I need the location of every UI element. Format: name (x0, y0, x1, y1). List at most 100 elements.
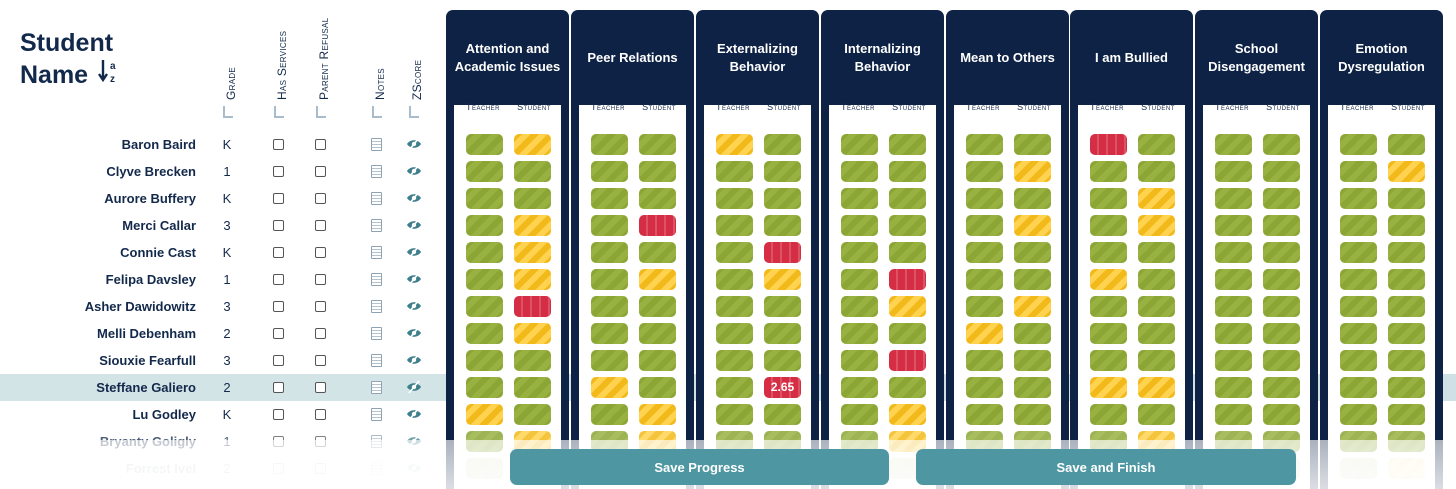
teacher-rating-cell[interactable] (841, 188, 878, 209)
teacher-rating-cell[interactable] (1215, 134, 1252, 155)
student-name[interactable]: Clyve Brecken (106, 164, 196, 179)
teacher-rating-cell[interactable] (966, 242, 1003, 263)
parent-refusal-checkbox[interactable] (315, 355, 326, 366)
teacher-rating-cell[interactable] (1090, 161, 1127, 182)
teacher-rating-cell[interactable] (1340, 242, 1377, 263)
teacher-rating-cell[interactable] (1090, 323, 1127, 344)
category-header[interactable]: Peer Relations (587, 49, 678, 65)
teacher-rating-cell[interactable] (1340, 404, 1377, 425)
notes-icon[interactable] (371, 327, 382, 340)
student-rating-cell[interactable] (889, 215, 926, 236)
category-header[interactable]: Internalizing Behavior (844, 40, 921, 74)
zscore-eye-off-icon[interactable] (406, 245, 422, 259)
has-services-checkbox[interactable] (273, 166, 284, 177)
zscore-eye-off-icon[interactable] (406, 218, 422, 232)
student-rating-cell[interactable] (1388, 404, 1425, 425)
notes-icon[interactable] (371, 273, 382, 286)
category-header[interactable]: School Disengagement (1208, 40, 1305, 74)
student-rating-cell[interactable] (514, 242, 551, 263)
teacher-rating-cell[interactable] (466, 377, 503, 398)
col-header-notes[interactable]: Notes (370, 2, 394, 118)
teacher-rating-cell[interactable] (966, 269, 1003, 290)
student-rating-cell[interactable] (889, 404, 926, 425)
zscore-eye-off-icon[interactable] (406, 380, 422, 394)
teacher-rating-cell[interactable] (716, 350, 753, 371)
student-rating-cell[interactable] (1138, 161, 1175, 182)
student-rating-cell[interactable] (639, 269, 676, 290)
student-rating-cell[interactable] (639, 215, 676, 236)
parent-refusal-checkbox[interactable] (315, 220, 326, 231)
teacher-rating-cell[interactable] (966, 377, 1003, 398)
student-rating-cell[interactable] (639, 404, 676, 425)
student-rating-cell[interactable] (764, 404, 801, 425)
student-rating-cell[interactable] (889, 323, 926, 344)
parent-refusal-checkbox[interactable] (315, 247, 326, 258)
student-rating-cell[interactable] (1014, 404, 1051, 425)
teacher-rating-cell[interactable] (966, 215, 1003, 236)
col-header-grade[interactable]: Grade (221, 2, 245, 118)
teacher-rating-cell[interactable] (841, 215, 878, 236)
notes-icon[interactable] (371, 408, 382, 421)
student-rating-cell[interactable] (1388, 377, 1425, 398)
teacher-rating-cell[interactable] (841, 134, 878, 155)
zscore-eye-off-icon[interactable] (406, 326, 422, 340)
student-rating-cell[interactable] (764, 188, 801, 209)
student-rating-cell[interactable] (889, 269, 926, 290)
notes-icon[interactable] (371, 165, 382, 178)
teacher-rating-cell[interactable] (841, 377, 878, 398)
student-rating-cell[interactable] (1014, 296, 1051, 317)
student-rating-cell[interactable] (1014, 377, 1051, 398)
teacher-rating-cell[interactable] (466, 269, 503, 290)
student-rating-cell[interactable] (1263, 242, 1300, 263)
student-rating-cell[interactable] (514, 215, 551, 236)
sort-icon[interactable] (316, 106, 326, 118)
teacher-rating-cell[interactable] (1090, 188, 1127, 209)
teacher-rating-cell[interactable] (966, 188, 1003, 209)
student-rating-cell[interactable] (639, 350, 676, 371)
selected-score-value[interactable]: 2.65 (764, 377, 801, 398)
teacher-rating-cell[interactable] (466, 188, 503, 209)
sort-icon[interactable] (223, 106, 233, 118)
zscore-eye-off-icon[interactable] (406, 164, 422, 178)
student-rating-cell[interactable] (889, 242, 926, 263)
student-rating-cell[interactable] (764, 215, 801, 236)
parent-refusal-checkbox[interactable] (315, 409, 326, 420)
student-rating-cell[interactable] (514, 134, 551, 155)
has-services-checkbox[interactable] (273, 139, 284, 150)
teacher-rating-cell[interactable] (716, 269, 753, 290)
notes-icon[interactable] (371, 300, 382, 313)
teacher-rating-cell[interactable] (716, 377, 753, 398)
student-rating-cell[interactable] (514, 404, 551, 425)
has-services-checkbox[interactable] (273, 382, 284, 393)
teacher-rating-cell[interactable] (966, 134, 1003, 155)
teacher-rating-cell[interactable] (841, 161, 878, 182)
sort-icon[interactable] (372, 106, 382, 118)
student-rating-cell[interactable] (514, 296, 551, 317)
col-header-has-services[interactable]: Has Services (272, 2, 296, 118)
zscore-eye-off-icon[interactable] (406, 191, 422, 205)
teacher-rating-cell[interactable] (966, 404, 1003, 425)
teacher-rating-cell[interactable] (466, 161, 503, 182)
has-services-checkbox[interactable] (273, 274, 284, 285)
teacher-rating-cell[interactable] (716, 188, 753, 209)
teacher-rating-cell[interactable] (591, 242, 628, 263)
student-rating-cell[interactable] (1388, 188, 1425, 209)
teacher-rating-cell[interactable] (591, 323, 628, 344)
student-rating-cell[interactable] (1014, 188, 1051, 209)
teacher-rating-cell[interactable] (841, 296, 878, 317)
student-rating-cell[interactable] (889, 350, 926, 371)
teacher-rating-cell[interactable] (1215, 242, 1252, 263)
teacher-rating-cell[interactable] (841, 242, 878, 263)
save-and-finish-button[interactable]: Save and Finish (916, 449, 1296, 485)
teacher-rating-cell[interactable] (466, 296, 503, 317)
teacher-rating-cell[interactable] (1215, 377, 1252, 398)
save-progress-button[interactable]: Save Progress (510, 449, 889, 485)
parent-refusal-checkbox[interactable] (315, 382, 326, 393)
student-name[interactable]: Siouxie Fearfull (99, 353, 196, 368)
teacher-rating-cell[interactable] (841, 323, 878, 344)
student-rating-cell[interactable] (1014, 350, 1051, 371)
student-rating-cell[interactable] (1263, 269, 1300, 290)
